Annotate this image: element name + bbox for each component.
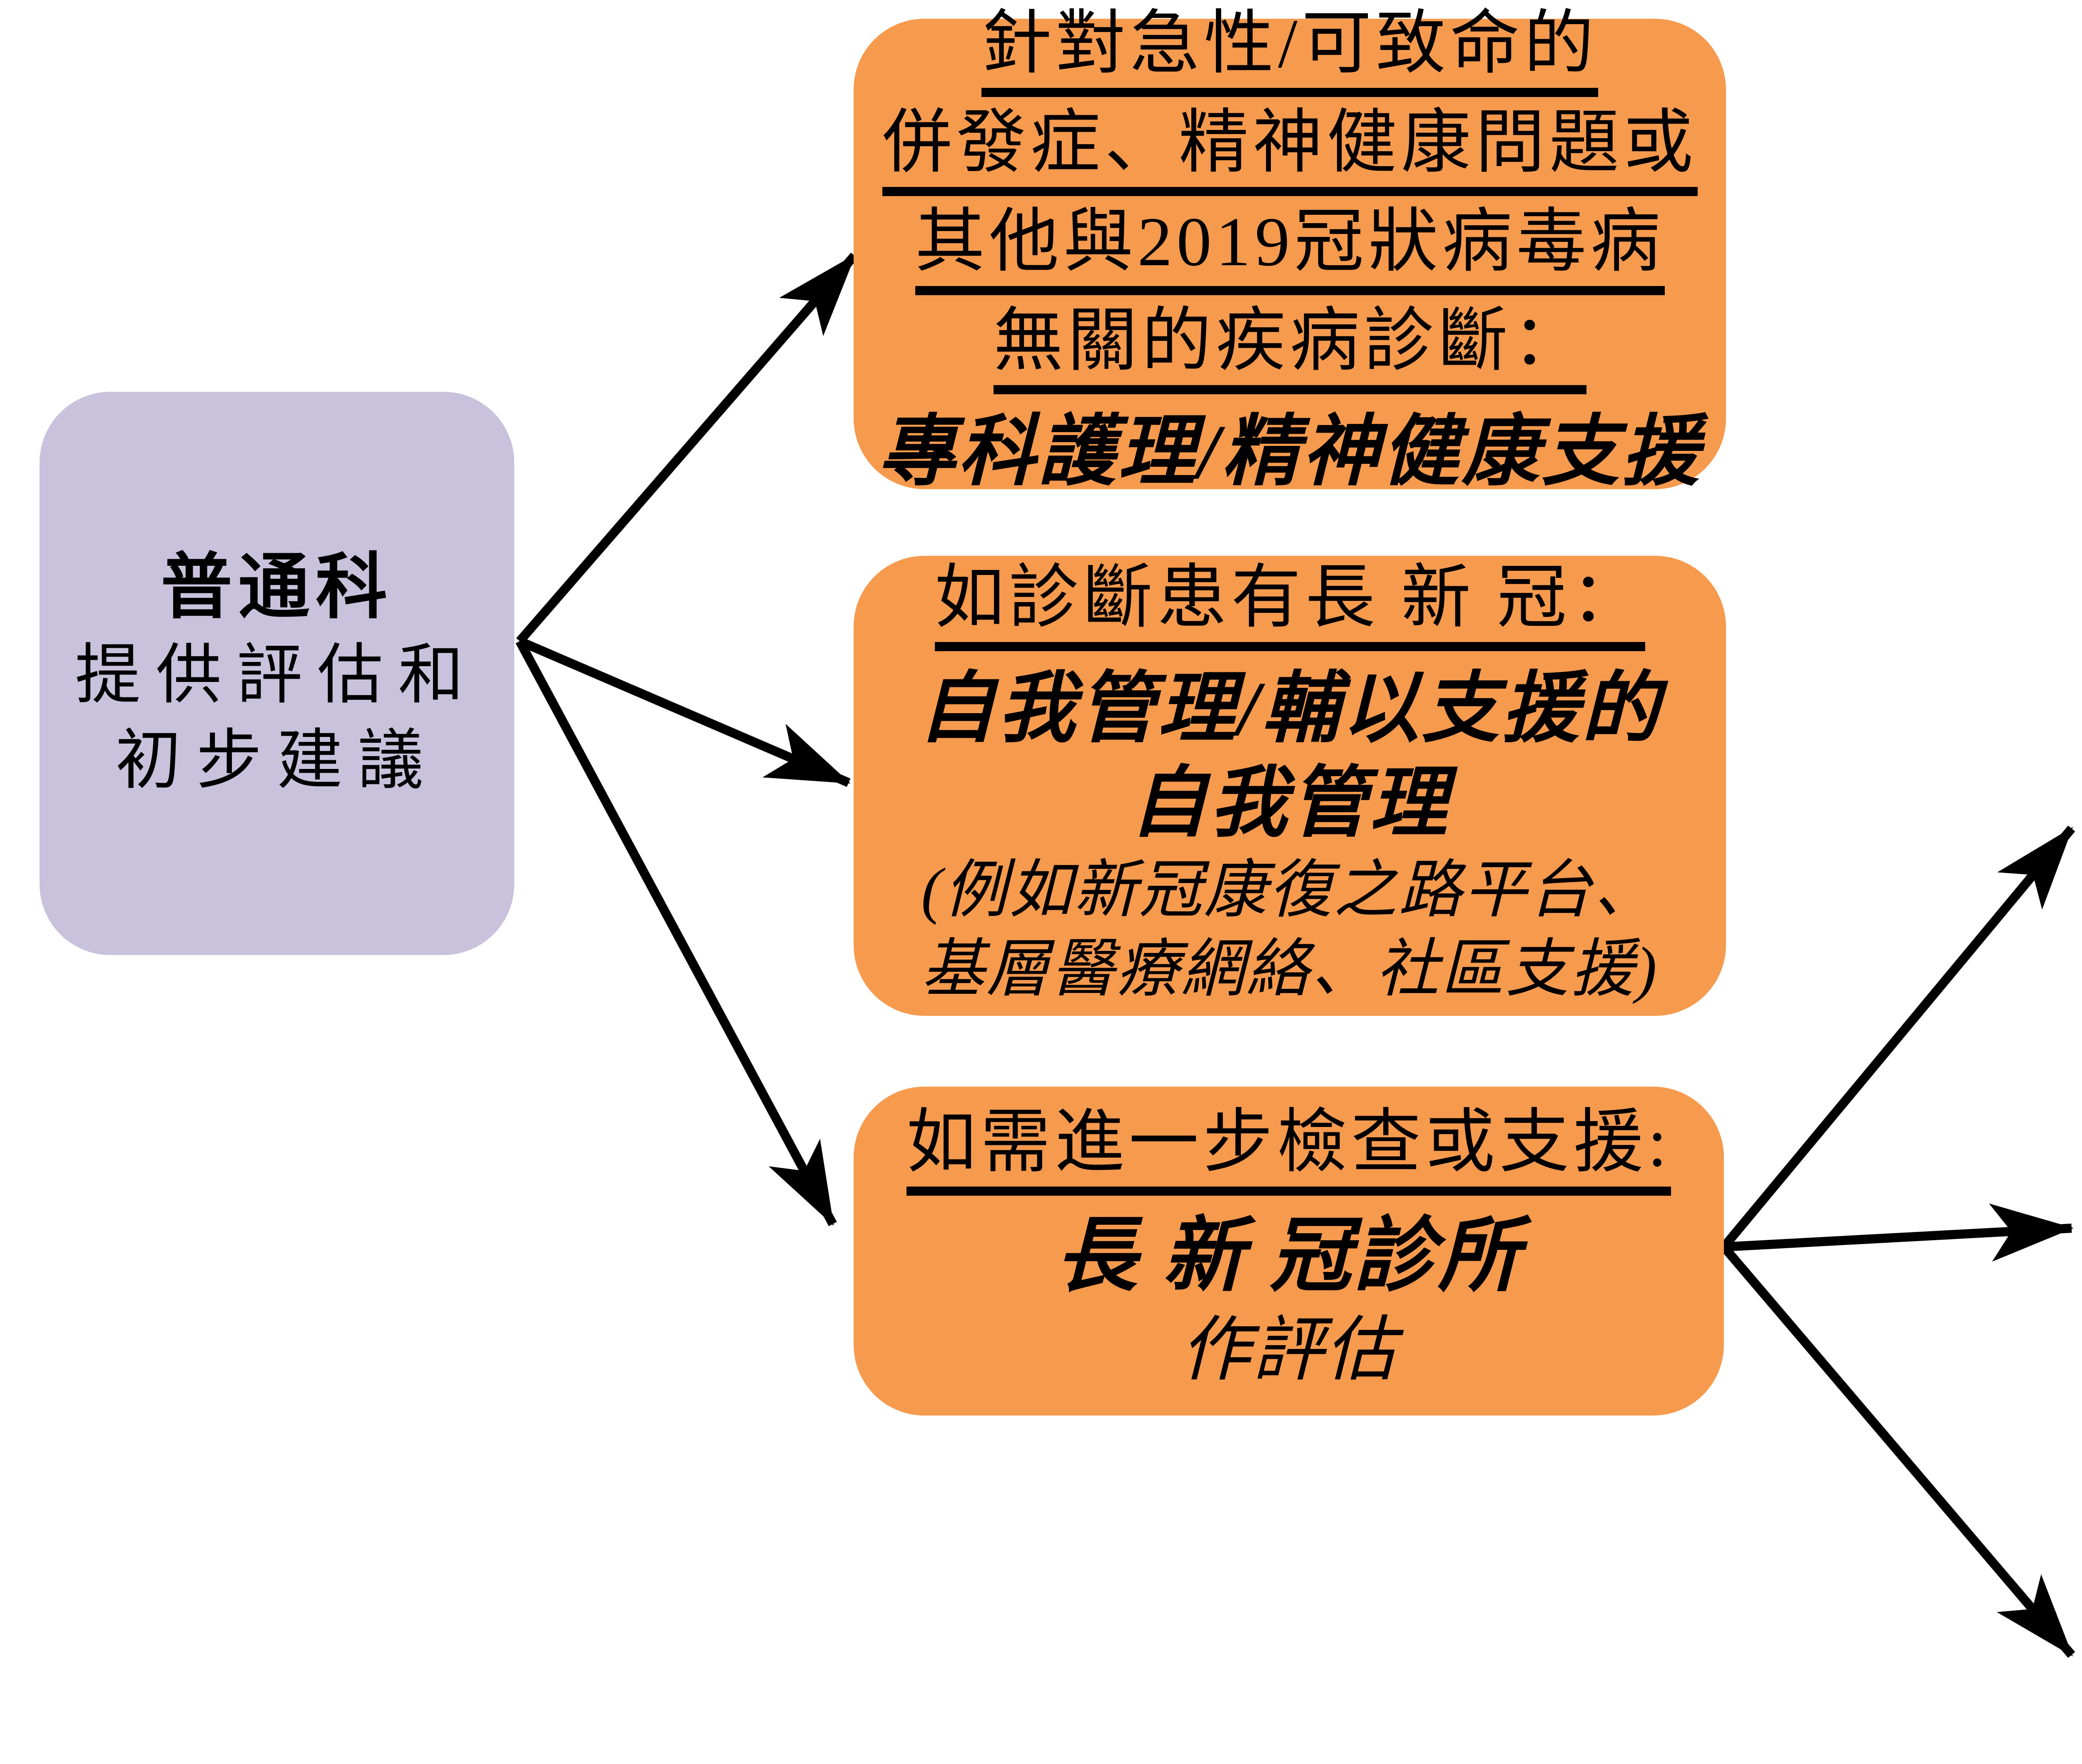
arrow-clinic-to-blue-middle	[1723, 1203, 2074, 1262]
orange-bottom-note: 作評估	[1180, 1311, 1397, 1390]
orange-bottom-heading: 如需進一步檢查或支援:	[906, 1107, 1671, 1196]
arrow-clinic-to-blue-top	[1720, 825, 2075, 1250]
orange-middle-note-2: 基層醫療網絡、社區支援)	[921, 934, 1659, 1005]
flow-node-self-management: 如診斷患有長 新 冠： 自我管理/輔以支援的 自我管理 (例如新冠康復之路平台、…	[854, 556, 1726, 1016]
gp-title: 普通科	[161, 548, 393, 627]
flow-node-general-practice: 普通科 提供評估和 初步建議	[40, 392, 514, 955]
orange-middle-heading: 如診斷患有長 新 冠：	[934, 563, 1645, 651]
orange-middle-emphasis-2: 自我管理	[1130, 760, 1450, 846]
flow-node-long-covid-clinic-assessment: 如需進一步檢查或支援: 長 新 冠診所 作評估	[854, 1087, 1724, 1416]
orange-bottom-emphasis: 長 新 冠診所	[1055, 1211, 1522, 1302]
orange-top-heading-3: 其他與2019冠狀病毒病	[915, 207, 1665, 295]
orange-top-emphasis: 專科護理/精神健康支援	[878, 409, 1702, 495]
flow-node-specialist-mental-health: 針對急性/可致命的 併發症、精神健康問題或 其他與2019冠狀病毒病 無關的疾病…	[854, 9, 1726, 495]
arrow-gp-to-orange-top	[516, 252, 858, 644]
arrow-gp-to-orange-bottom	[516, 639, 837, 1227]
orange-middle-emphasis-1: 自我管理/輔以支援的	[918, 666, 1662, 752]
orange-top-heading-4: 無關的疾病診斷：	[993, 306, 1586, 394]
arrow-clinic-to-blue-bottom	[1720, 1244, 2075, 1658]
orange-top-heading-1: 針對急性/可致命的	[981, 9, 1598, 97]
gp-line-3: 初步建議	[115, 724, 438, 797]
orange-top-heading-2: 併發症、精神健康問題或	[882, 108, 1698, 196]
orange-middle-note-1: (例如新冠康復之路平台、	[921, 855, 1659, 926]
gp-line-2: 提供評估和	[75, 639, 479, 712]
arrow-gp-to-orange-middle	[518, 637, 851, 787]
